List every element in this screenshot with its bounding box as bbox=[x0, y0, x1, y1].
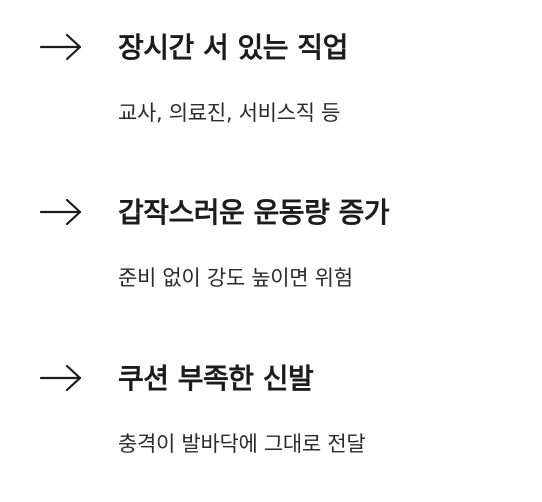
item-description: 충격이 발바닥에 그대로 전달 bbox=[118, 432, 366, 456]
item-title: 장시간 서 있는 직업 bbox=[118, 31, 348, 64]
list-item: 갑작스러운 운동량 증가 준비 없이 강도 높이면 위험 bbox=[0, 196, 542, 336]
item-title: 갑작스러운 운동량 증가 bbox=[118, 196, 390, 229]
list-item: 장시간 서 있는 직업 교사, 의료진, 서비스직 등 bbox=[0, 31, 542, 171]
item-title: 쿠션 부족한 신발 bbox=[118, 362, 314, 395]
item-description: 교사, 의료진, 서비스직 등 bbox=[118, 101, 341, 125]
list-item: 쿠션 부족한 신발 충격이 발바닥에 그대로 전달 bbox=[0, 362, 542, 502]
item-description: 준비 없이 강도 높이면 위험 bbox=[118, 266, 353, 290]
arrow-right-icon bbox=[38, 198, 86, 226]
risk-factor-list: 장시간 서 있는 직업 교사, 의료진, 서비스직 등 갑작스러운 운동량 증가… bbox=[0, 31, 542, 456]
arrow-right-icon bbox=[38, 33, 86, 61]
arrow-right-icon bbox=[38, 364, 86, 392]
